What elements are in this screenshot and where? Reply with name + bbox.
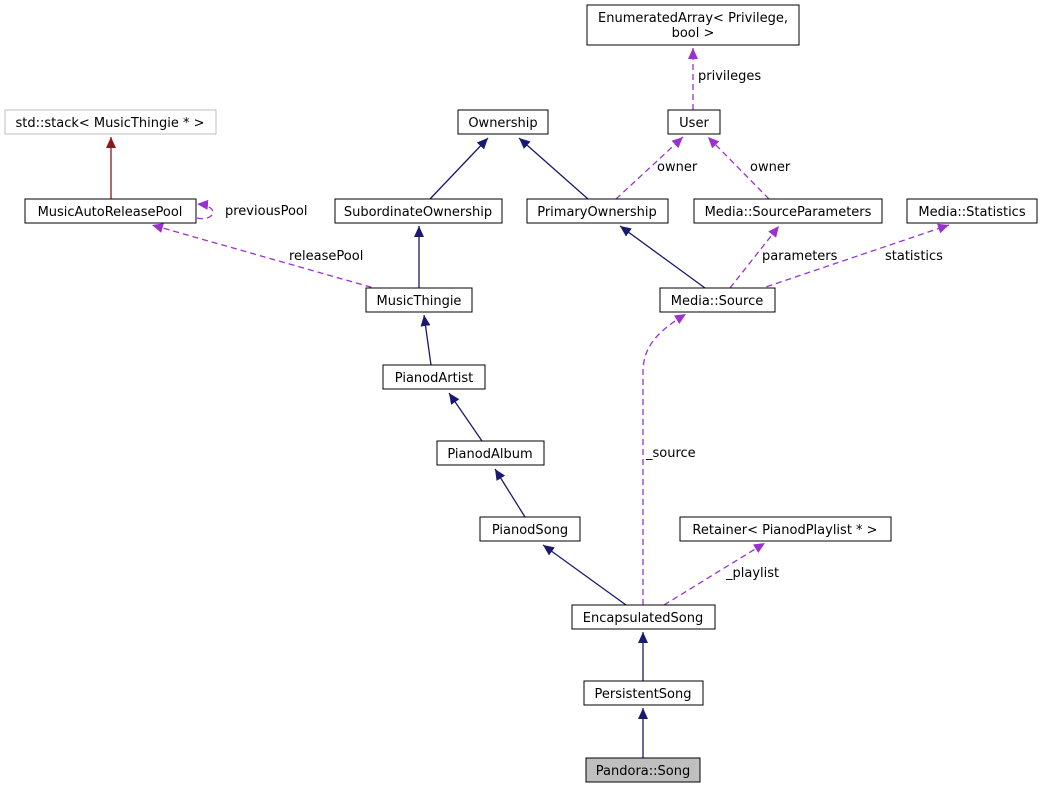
node-ownership[interactable]: Ownership: [457, 109, 549, 135]
node-pandora-song[interactable]: Pandora::Song: [585, 757, 701, 783]
edge-artist-to-musicthingie: [420, 314, 432, 366]
node-retainer-label: Retainer< PianodPlaylist * >: [692, 523, 877, 538]
node-encapsulated-song[interactable]: EncapsulatedSong: [571, 604, 716, 630]
node-retainer[interactable]: Retainer< PianodPlaylist * >: [679, 516, 892, 542]
label-owner-params: owner: [750, 160, 791, 175]
label-parameters: parameters: [762, 249, 838, 264]
node-persistent-song[interactable]: PersistentSong: [583, 680, 704, 706]
label-previous-pool: previousPool: [225, 204, 307, 219]
label-privileges: privileges: [698, 69, 761, 84]
node-ownership-label: Ownership: [468, 116, 537, 131]
node-source-parameters-label: Media::SourceParameters: [705, 205, 872, 220]
node-user-label: User: [679, 116, 709, 131]
label-source: _source: [645, 446, 696, 461]
edge-encapsulated-to-pianodsong: [542, 544, 627, 606]
node-pandora-song-label: Pandora::Song: [596, 764, 690, 779]
node-enumerated-array[interactable]: EnumeratedArray< Privilege, bool >: [586, 4, 800, 46]
node-media-source-label: Media::Source: [671, 294, 763, 309]
node-pianod-artist[interactable]: PianodArtist: [382, 364, 486, 390]
edge-source-parameters: [729, 225, 780, 289]
node-pianod-album[interactable]: PianodAlbum: [436, 440, 545, 466]
label-release-pool: releasePool: [289, 249, 363, 264]
node-enumerated-array-line-1: EnumeratedArray< Privilege,: [598, 11, 788, 26]
node-primary-ownership-label: PrimaryOwnership: [537, 205, 657, 220]
node-music-auto-release-pool-label: MusicAutoReleasePool: [38, 205, 183, 220]
label-statistics: statistics: [885, 249, 943, 264]
node-pianod-artist-label: PianodArtist: [395, 371, 473, 386]
edge-params-owner: [707, 136, 770, 200]
node-std-stack-label: std::stack< MusicThingie * >: [16, 116, 205, 131]
node-pianod-song-label: PianodSong: [492, 523, 568, 538]
edge-encapsulated-source: [642, 313, 687, 605]
node-subordinate-ownership-label: SubordinateOwnership: [344, 205, 492, 220]
node-statistics-label: Media::Statistics: [918, 205, 1025, 220]
edge-subordinate-to-ownership: [429, 137, 489, 200]
node-subordinate-ownership[interactable]: SubordinateOwnership: [334, 198, 503, 224]
node-std-stack[interactable]: std::stack< MusicThingie * >: [4, 109, 217, 135]
node-persistent-song-label: PersistentSong: [594, 687, 691, 702]
edge-primary-to-ownership: [518, 137, 589, 200]
node-pianod-song[interactable]: PianodSong: [479, 516, 581, 542]
node-source-parameters[interactable]: Media::SourceParameters: [693, 198, 883, 224]
edge-song-to-album: [494, 468, 526, 518]
edge-source-statistics: [756, 223, 950, 291]
node-music-auto-release-pool[interactable]: MusicAutoReleasePool: [24, 198, 197, 224]
node-music-thingie[interactable]: MusicThingie: [365, 287, 473, 313]
node-encapsulated-song-label: EncapsulatedSong: [583, 611, 703, 626]
node-music-thingie-label: MusicThingie: [377, 294, 462, 309]
node-media-source[interactable]: Media::Source: [659, 287, 776, 313]
node-statistics[interactable]: Media::Statistics: [906, 198, 1038, 224]
label-playlist: _playlist: [725, 566, 779, 581]
edge-source-to-primary: [619, 225, 706, 289]
node-primary-ownership[interactable]: PrimaryOwnership: [526, 198, 669, 224]
edge-album-to-artist: [448, 392, 483, 442]
label-owner-primary: owner: [657, 160, 698, 175]
edge-primary-owner: [615, 136, 684, 200]
node-user[interactable]: User: [667, 109, 721, 135]
edge-previous-pool-loop: [196, 199, 214, 220]
node-enumerated-array-line-2: bool >: [672, 26, 715, 41]
node-pianod-album-label: PianodAlbum: [447, 447, 532, 462]
